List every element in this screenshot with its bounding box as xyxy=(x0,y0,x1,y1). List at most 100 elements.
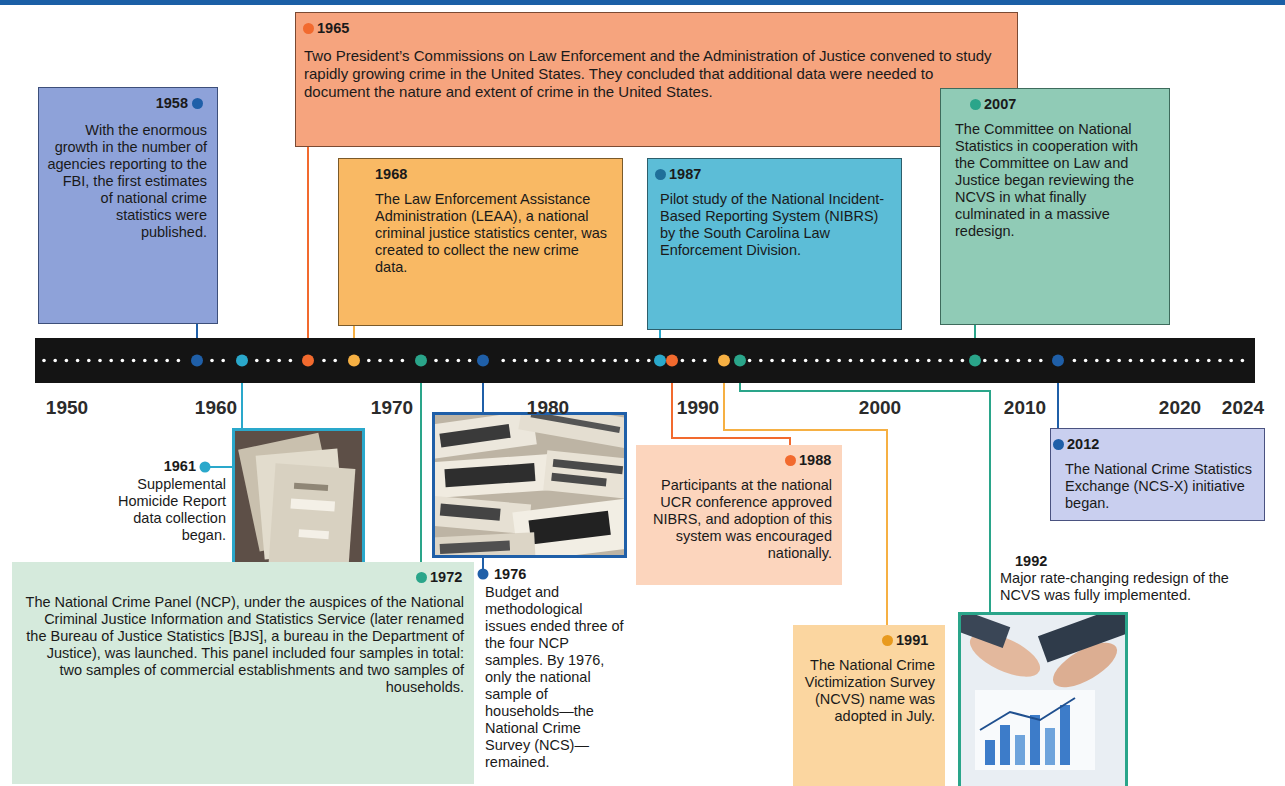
band-dot xyxy=(53,359,57,363)
band-dot xyxy=(401,359,405,363)
analysis-photo xyxy=(1015,735,1025,765)
timeline-dot xyxy=(191,355,203,367)
timeline-dot xyxy=(718,355,730,367)
event-year: 1965 xyxy=(317,19,349,37)
axis-year: 2010 xyxy=(1004,396,1046,420)
event-dot xyxy=(882,635,893,646)
event-year: 2007 xyxy=(984,95,1016,113)
band-dot xyxy=(367,359,371,363)
leader-line xyxy=(974,325,976,338)
band-dot xyxy=(165,359,169,363)
axis-year: 2020 xyxy=(1159,396,1201,420)
band-dot xyxy=(1185,359,1189,363)
band-dot xyxy=(837,359,841,363)
band-dot xyxy=(132,359,136,363)
leader-lines xyxy=(478,569,489,580)
timeline-dot xyxy=(1052,355,1064,367)
band-dot xyxy=(849,359,853,363)
axis-year: 1960 xyxy=(195,396,237,420)
band-dot xyxy=(613,359,617,363)
event-text: The National Crime Panel (NCP), under th… xyxy=(22,594,464,696)
event-year: 1958 xyxy=(156,94,188,112)
band-dot xyxy=(826,359,830,363)
band-dot xyxy=(513,359,517,363)
newspaper-photo xyxy=(553,459,623,474)
band-dot xyxy=(1073,359,1077,363)
band-dot xyxy=(793,359,797,363)
band-dot xyxy=(76,359,80,363)
analysis-photo xyxy=(975,690,1095,770)
event-text: Participants at the national UCR confere… xyxy=(644,477,832,562)
band-dot xyxy=(143,359,147,363)
leader-line xyxy=(196,324,198,338)
band-dot xyxy=(1084,359,1088,363)
event-year: 1972 xyxy=(430,568,462,586)
event-box: 1988Participants at the national UCR con… xyxy=(636,445,842,585)
event-box: 1987Pilot study of the National Incident… xyxy=(647,158,902,330)
newspaper-photo xyxy=(529,511,611,545)
leader-line xyxy=(1057,383,1059,428)
band-dot xyxy=(266,359,270,363)
band-dot xyxy=(961,359,965,363)
newspaper-photo xyxy=(440,540,510,554)
case-file-photo xyxy=(290,499,335,512)
newspaper-photo xyxy=(432,454,559,499)
band-dot xyxy=(949,359,953,363)
band-dot xyxy=(804,359,808,363)
band-dot xyxy=(580,359,584,363)
band-dot xyxy=(434,359,438,363)
band-dot xyxy=(625,359,629,363)
band-dot xyxy=(98,359,102,363)
leader-lines xyxy=(200,462,211,473)
top-rule xyxy=(0,0,1285,5)
event-year: 1988 xyxy=(799,451,831,469)
event-text: The National Crime Victimization Survey … xyxy=(801,657,935,725)
timeline-dot xyxy=(969,355,981,367)
event-dot xyxy=(303,23,314,34)
band-dot xyxy=(87,359,91,363)
newspaper-photo xyxy=(439,424,510,448)
band-dot xyxy=(1005,359,1009,363)
timeline-dot xyxy=(302,355,314,367)
newspaper-photo xyxy=(551,473,607,487)
event-dot xyxy=(785,455,796,466)
analysis-photo xyxy=(1030,715,1040,765)
leader-line xyxy=(420,383,422,562)
band-dot xyxy=(333,359,337,363)
leader-line xyxy=(659,330,661,338)
case-file-photo xyxy=(294,483,328,491)
event-year: 1987 xyxy=(669,165,701,183)
band-dot xyxy=(770,359,774,363)
band-dot xyxy=(546,359,550,363)
band-dot xyxy=(1218,359,1222,363)
band-dot xyxy=(322,359,326,363)
analysis-photo xyxy=(1060,705,1070,765)
case-file-photo xyxy=(298,529,328,539)
band-dot xyxy=(557,359,561,363)
band-dot xyxy=(501,359,505,363)
axis-year: 2024 xyxy=(1222,396,1264,420)
analysis-photo xyxy=(1038,612,1128,663)
newspaper-photo xyxy=(444,463,535,487)
event-text: Two President’s Commissions on Law Enfor… xyxy=(304,47,1003,101)
event-year: 1968 xyxy=(375,165,407,183)
newspaper-photo xyxy=(432,532,536,558)
band-dot xyxy=(289,359,293,363)
band-dot xyxy=(177,359,181,363)
band-dot xyxy=(860,359,864,363)
band-dot xyxy=(154,359,158,363)
event-box: 1958With the enormous growth in the numb… xyxy=(38,87,218,324)
band-dot xyxy=(781,359,785,363)
band-dot xyxy=(1241,359,1245,363)
band-dot xyxy=(42,359,46,363)
band-dot xyxy=(1173,359,1177,363)
newspaper-photo xyxy=(432,412,627,558)
band-dot xyxy=(1039,359,1043,363)
leader-line xyxy=(672,383,790,445)
band-dot xyxy=(468,359,472,363)
band-dot xyxy=(927,359,931,363)
band-dot xyxy=(871,359,875,363)
event-box: 1965Two President’s Commissions on Law E… xyxy=(295,12,1018,147)
analysis-photo xyxy=(958,612,1128,786)
event-text: Supplemental Homicide Report data collec… xyxy=(92,476,226,544)
